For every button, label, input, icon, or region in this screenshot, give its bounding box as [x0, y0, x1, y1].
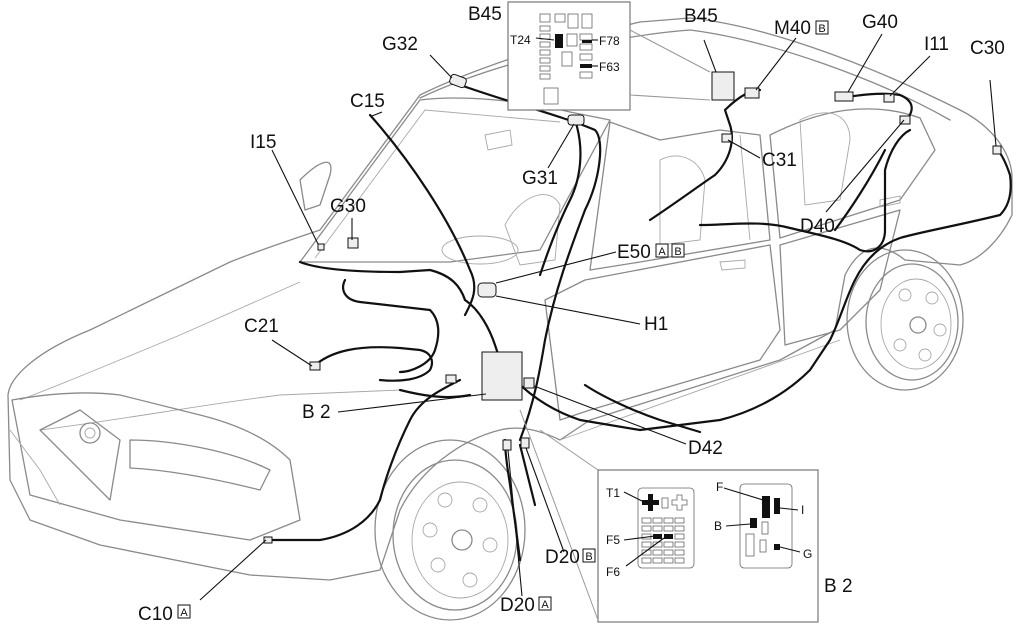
label-b2-panel: B 2 [824, 576, 853, 597]
label-d20-a: D20 [500, 595, 535, 616]
connectors [263, 71, 1002, 544]
label-f63: F63 [599, 60, 620, 74]
label-relay-i: I [801, 503, 804, 517]
steering-wheel [441, 235, 519, 265]
label-g31: G31 [522, 168, 558, 189]
label-g32: G32 [382, 34, 418, 55]
car-body [7, 17, 1013, 621]
label-f5: F5 [606, 533, 620, 547]
label-relay-b: B [714, 519, 722, 533]
label-d42: D42 [688, 438, 723, 459]
label-i15: I15 [250, 132, 276, 153]
label-f6: F6 [606, 565, 620, 579]
label-relay-g: G [803, 547, 812, 561]
label-m40: M40 [774, 18, 811, 39]
component-labels: B45 T24 F78 F63 B45 M40 B G40 I11 C30 G3… [138, 4, 1005, 625]
label-relay-f: F [716, 480, 723, 494]
label-c15: C15 [350, 91, 385, 112]
label-e50-variant-b: B [674, 246, 681, 258]
rear-wheel [846, 249, 964, 391]
label-b45-roof: B45 [684, 6, 718, 27]
label-f78: F78 [599, 34, 620, 48]
label-d20-variant-a: A [541, 599, 549, 611]
label-e50: E50 [617, 242, 651, 263]
label-d20-variant-b: B [585, 551, 592, 563]
label-c30: C30 [970, 38, 1005, 59]
label-i11: I11 [924, 34, 949, 55]
label-b2: B 2 [302, 402, 331, 423]
label-c10: C10 [138, 604, 173, 625]
b2-fuse-inset [519, 409, 819, 623]
label-d40: D40 [800, 216, 835, 237]
label-g30: G30 [330, 196, 366, 217]
leader-lines [199, 33, 997, 601]
label-t1: T1 [606, 486, 620, 500]
label-t24: T24 [510, 33, 531, 47]
label-m40-variant: B [818, 23, 825, 35]
label-g40: G40 [862, 12, 898, 33]
label-c31: C31 [762, 150, 797, 171]
b45-fuse-inset [507, 1, 711, 111]
label-h1: H1 [644, 314, 668, 335]
label-c21: C21 [244, 316, 279, 337]
label-d20-b: D20 [545, 547, 580, 568]
label-c10-variant: A [180, 607, 188, 619]
front-wheel [374, 439, 526, 621]
label-e50-variant-a: A [658, 246, 666, 258]
label-b45-inset: B45 [468, 4, 502, 25]
